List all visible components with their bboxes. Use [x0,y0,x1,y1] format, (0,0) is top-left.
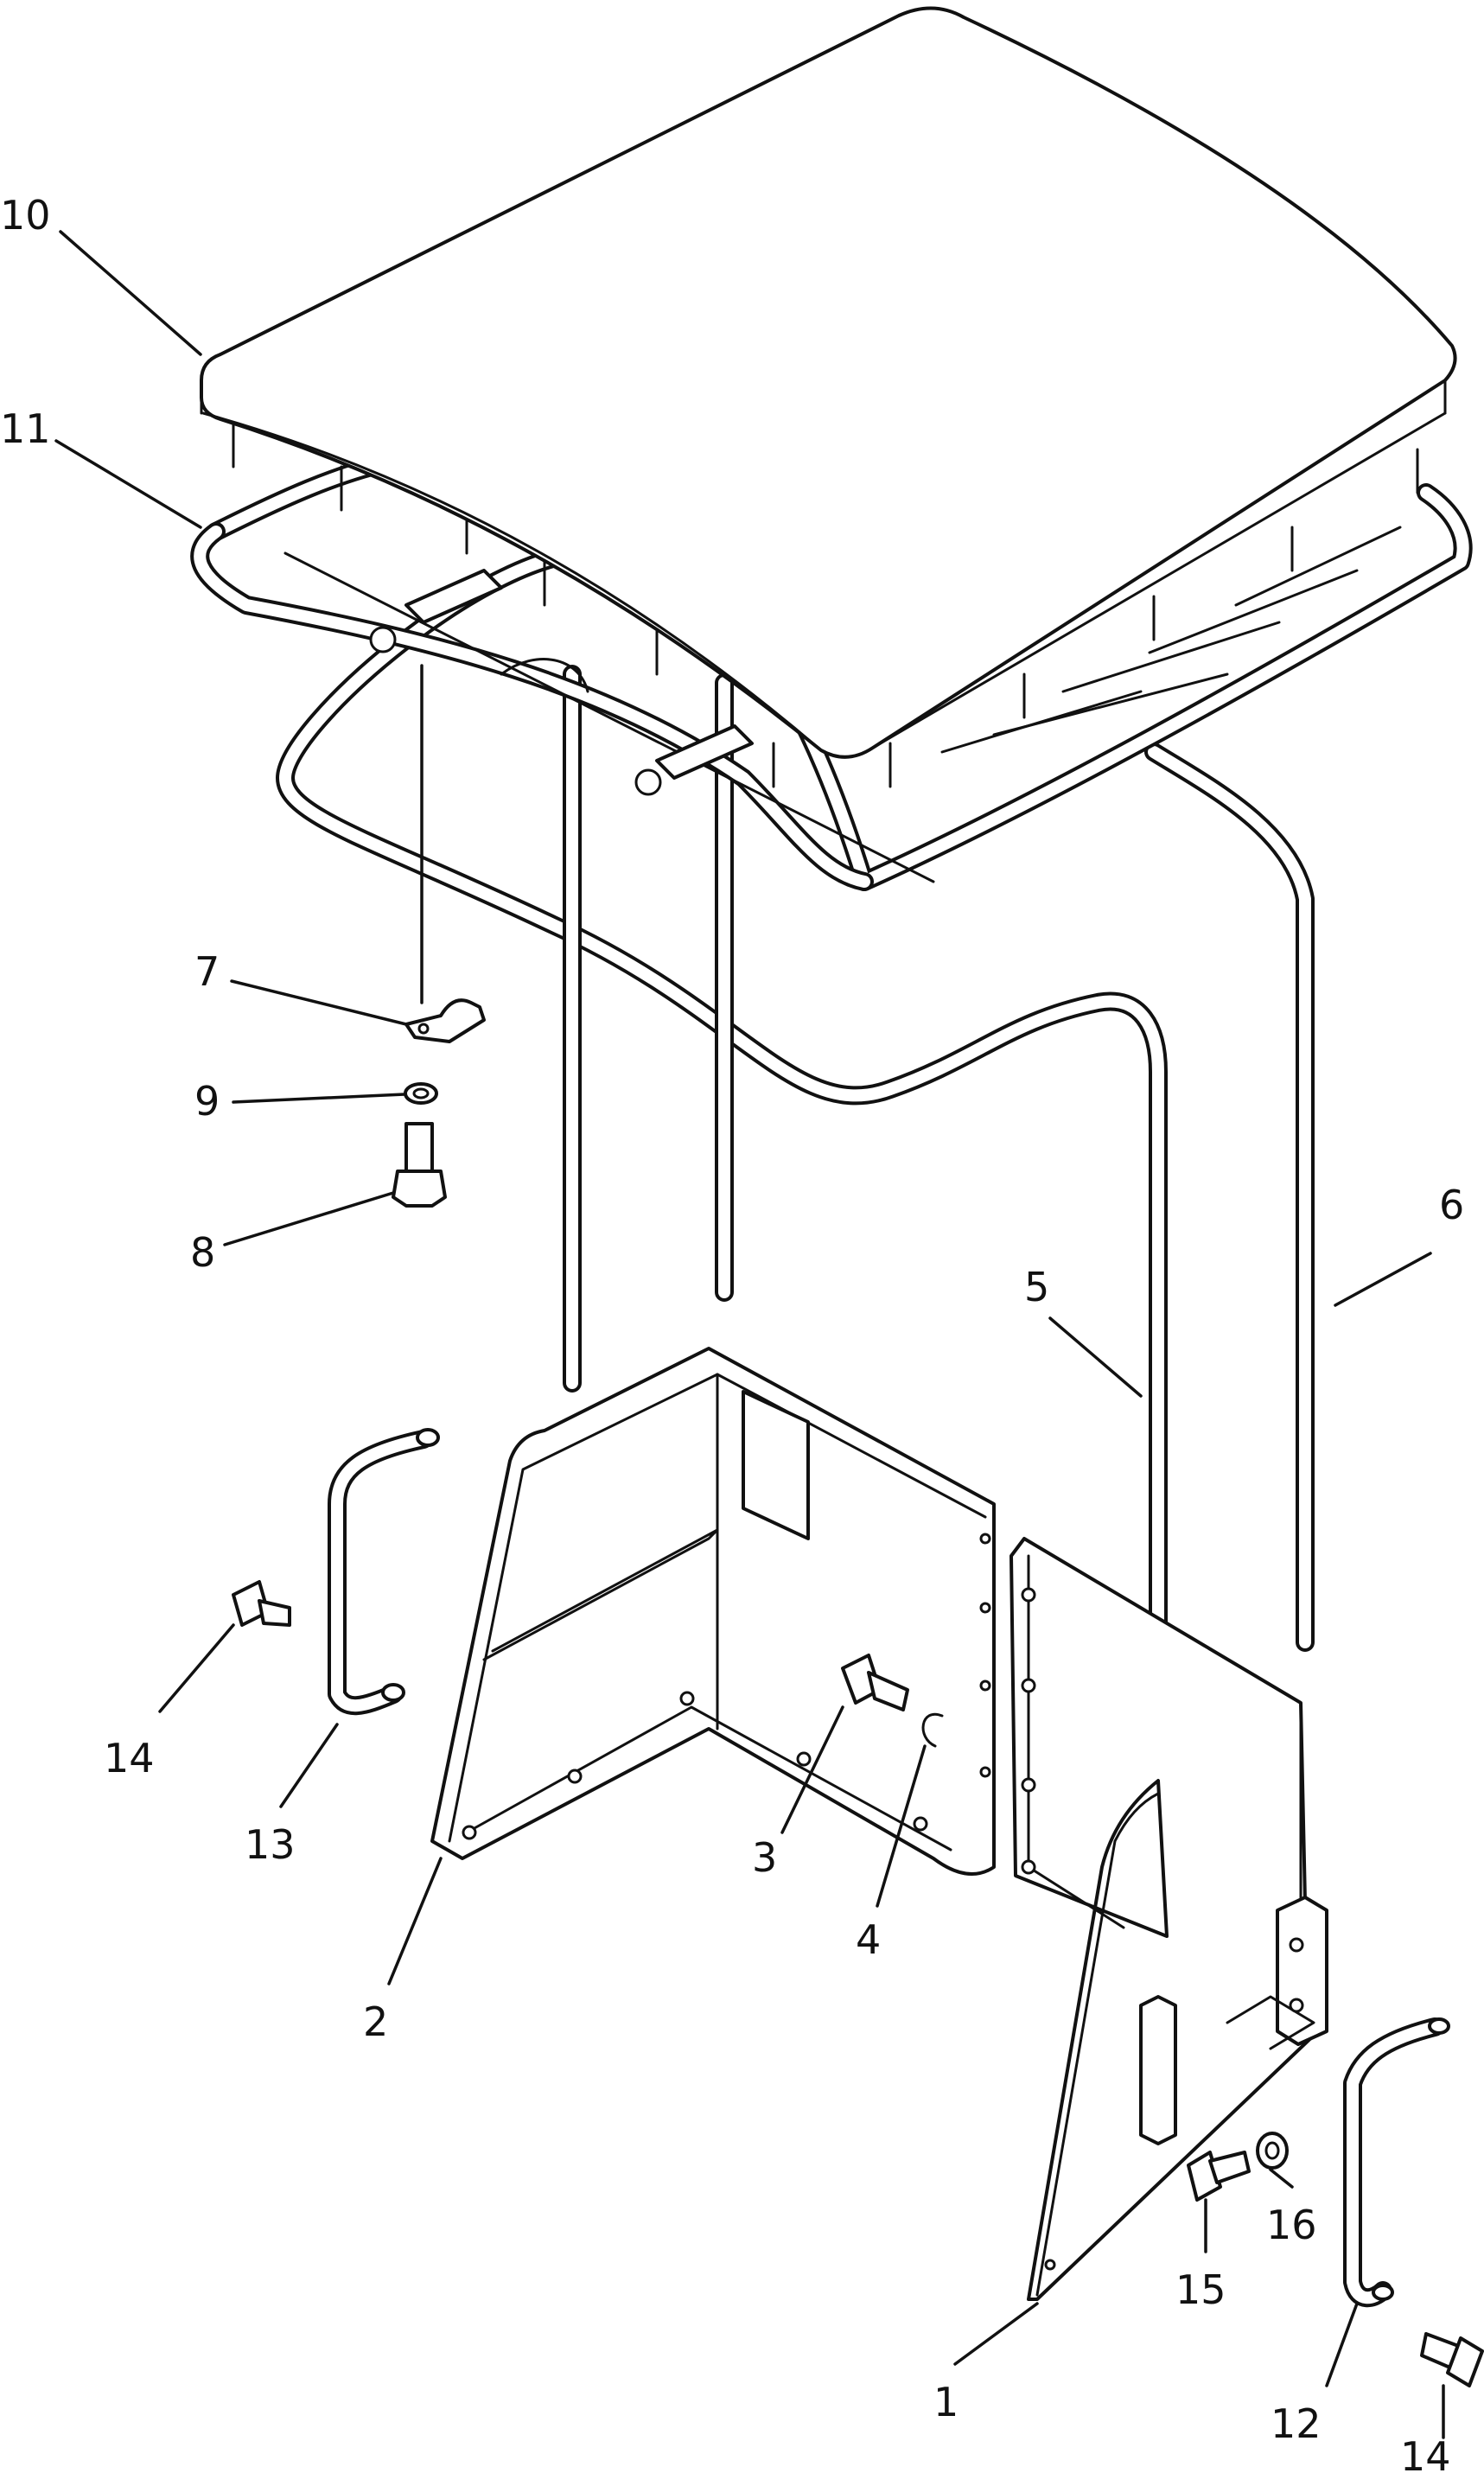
callout-1: 1 [933,2379,959,2425]
callout-5: 5 [1024,1264,1049,1310]
part-7-clamp [404,998,486,1043]
part-9-lock-washer [404,1082,438,1105]
part-1-right-guard [1010,1537,1328,2301]
callout-4: 4 [856,1916,881,1963]
callouts: 10 11 7 9 8 6 5 14 13 3 4 2 1 15 16 12 1… [0,192,1464,2473]
part-5-front-frame [276,544,1168,1738]
part-14-bolt-right [1420,2332,1484,2387]
callout-7: 7 [194,948,220,995]
callout-8: 8 [190,1229,215,1276]
leader-lines [54,230,1445,2439]
callout-10: 10 [0,192,51,239]
callout-13: 13 [245,1821,296,1868]
part-6-rear-pipe [1144,743,1315,1652]
callout-15: 15 [1175,2266,1226,2313]
callout-3: 3 [752,1834,777,1881]
part-10-roof-panel [200,6,1457,759]
part-16-nut [1256,2132,1289,2170]
callout-16: 16 [1266,2202,1317,2248]
part-3-bolt [841,1654,909,1711]
callout-2: 2 [363,1998,388,2045]
part-2-left-guard [430,1347,996,1876]
part-12-stay-rod [1343,2017,1450,2308]
part-15-bolt [1187,2151,1251,2202]
callout-12: 12 [1271,2400,1322,2447]
callout-9: 9 [194,1078,220,1125]
part-8-bolt [392,1122,447,1208]
callout-14-right: 14 [1400,2433,1451,2473]
part-14-bolt-left [232,1580,291,1627]
callout-6: 6 [1439,1182,1464,1228]
callout-14-left: 14 [104,1735,155,1781]
part-4-washer [921,1712,944,1748]
part-13-stay-rod [328,1428,440,1716]
callout-11: 11 [0,405,51,452]
